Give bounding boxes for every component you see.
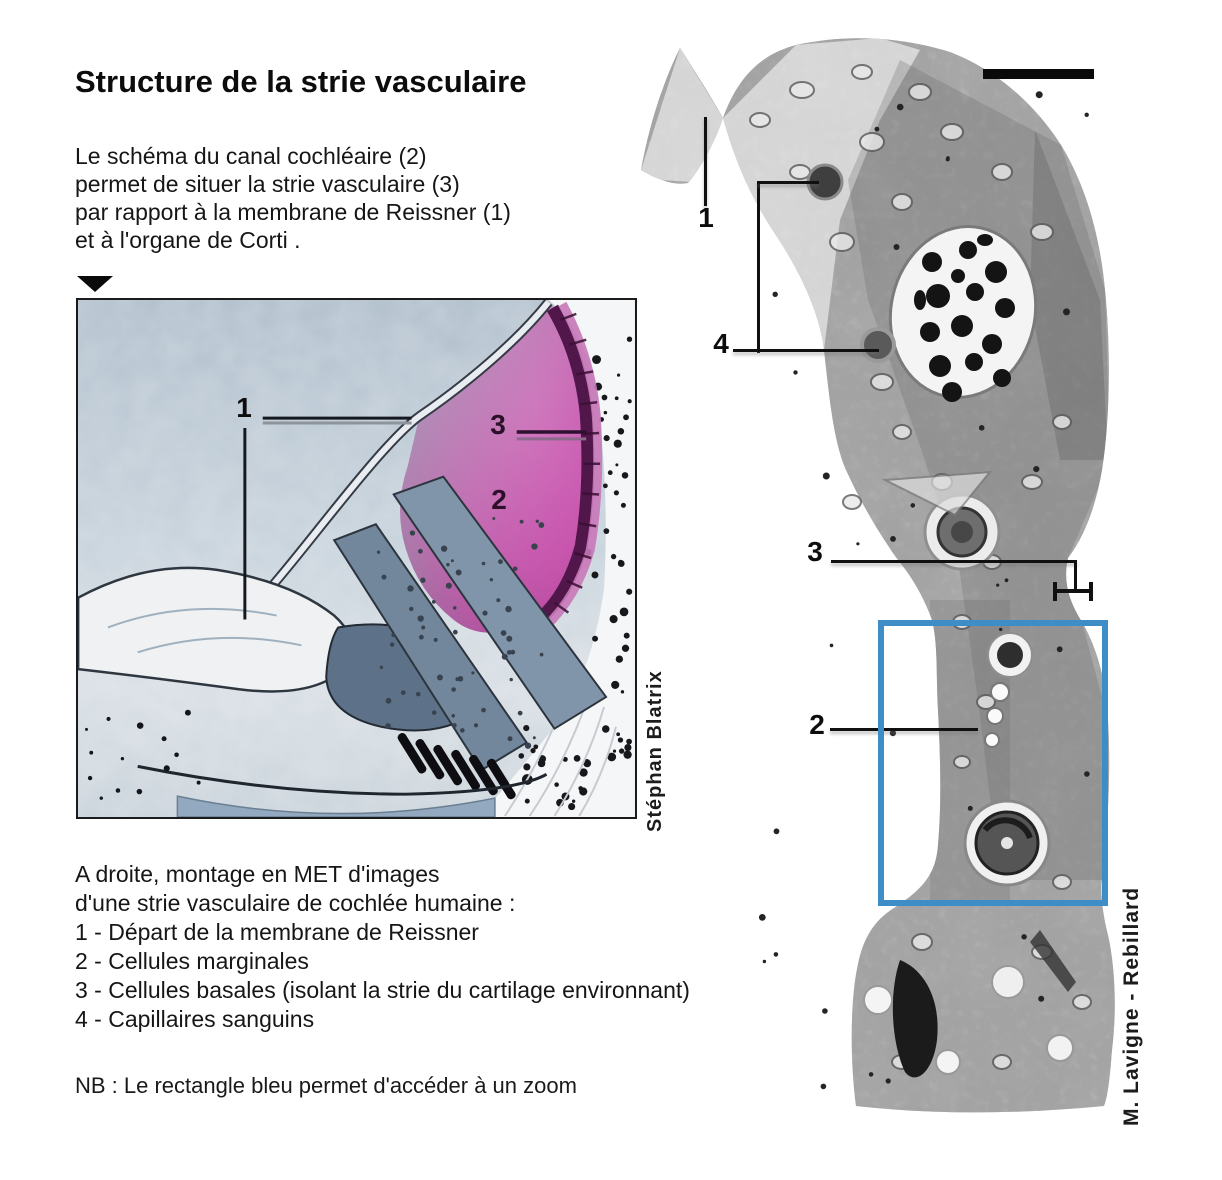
tectorial-membrane-band — [392, 475, 608, 731]
schema-marker-1: 1 — [236, 392, 252, 423]
legend-item: 3 - Cellules basales (isolant la strie d… — [75, 977, 690, 1003]
hair-cell-stereocilia — [397, 733, 516, 800]
scale-bar — [983, 69, 1094, 79]
bottom-dense-structure — [863, 930, 1076, 1078]
leader-line-1 — [704, 117, 707, 206]
leader-line-3-drop — [1074, 560, 1077, 592]
schema-marker-3: 3 — [490, 409, 506, 440]
tem-marker-4: 4 — [713, 328, 729, 359]
cochlear-schema-image — [76, 298, 637, 819]
capillary-small — [860, 327, 896, 363]
scala-tympani-pool — [176, 795, 496, 817]
schema-marker-2: 2 — [491, 484, 507, 515]
tem-marker-2: 2 — [809, 709, 825, 740]
micrograph-credit: M. Lavigne - Rebillard — [1120, 886, 1143, 1126]
bracket-bar — [1056, 589, 1092, 593]
intro-paragraph: Le schéma du canal cochléaire (2) permet… — [75, 142, 511, 254]
nb-note: NB : Le rectangle bleu permet d'accéder … — [75, 1073, 577, 1098]
legend-item: 2 - Cellules marginales — [75, 948, 309, 974]
cochlear-schema-drawing — [78, 300, 635, 817]
leader-line-4-top — [757, 181, 819, 184]
figure-legend: A droite, montage en MET d'images d'une … — [75, 860, 690, 1034]
intro-line: Le schéma du canal cochléaire (2) — [75, 143, 427, 169]
legend-intro-line: d'une strie vasculaire de cochlée humain… — [75, 890, 516, 916]
capillary-in-zoom-bottom — [963, 799, 1051, 887]
intro-line: permet de situer la strie vasculaire (3) — [75, 171, 460, 197]
outer-band — [332, 523, 529, 772]
tem-marker-3: 3 — [807, 536, 823, 567]
bracket-cap-right — [1089, 582, 1093, 601]
pointer-triangle-icon — [77, 276, 113, 292]
bracket-cap-left — [1053, 582, 1057, 601]
reissner-membrane — [237, 300, 553, 628]
capillary-ring — [923, 493, 1001, 571]
page-title: Structure de la strie vasculaire — [75, 64, 527, 99]
leader-line-2 — [830, 728, 978, 731]
zoom-rectangle[interactable] — [878, 620, 1108, 906]
basilar-membrane-line — [137, 764, 548, 796]
capillary-in-zoom-top — [984, 632, 1033, 748]
organ-de-corti-drawing — [78, 475, 608, 817]
tem-tissue-band — [641, 38, 1115, 1113]
legend-item: 1 - Départ de la membrane de Reissner — [75, 919, 479, 945]
legend-item: 4 - Capillaires sanguins — [75, 1006, 315, 1032]
tem-marker-1: 1 — [698, 202, 714, 233]
tem-micrograph-image — [641, 38, 1115, 1113]
legend-intro-line: A droite, montage en MET d'images — [75, 861, 440, 887]
capillary-red-blood-cells — [888, 225, 1038, 402]
leader-line-4-bottom — [733, 349, 879, 352]
schema-leader-lines — [243, 416, 587, 620]
leader-line-4 — [757, 181, 760, 353]
intro-line: par rapport à la membrane de Reissner (1… — [75, 199, 511, 225]
basal-cell-outline — [881, 470, 993, 517]
leader-line-3 — [831, 560, 1077, 563]
intro-line: et à l'organe de Corti . — [75, 227, 301, 253]
